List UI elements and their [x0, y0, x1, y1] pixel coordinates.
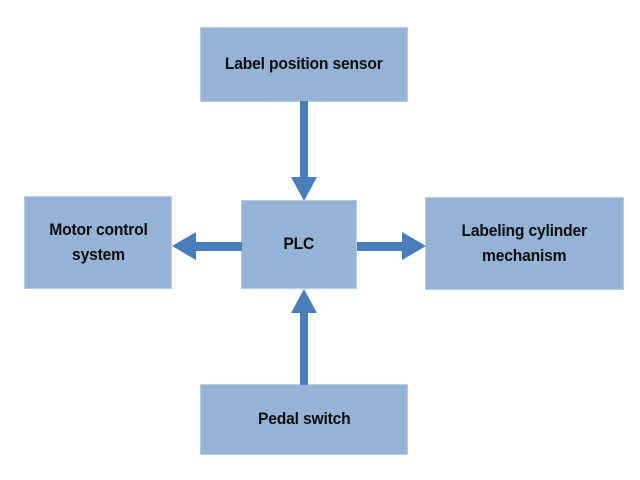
arrow-up-icon-pedal-to-plc [291, 289, 317, 385]
node-label: Label position sensor [225, 54, 383, 74]
arrow-head [402, 232, 426, 260]
arrow-shaft [300, 306, 308, 385]
arrow-down-icon-sensor-to-plc [291, 101, 317, 201]
arrow-shaft [357, 242, 405, 251]
arrow-left-icon-plc-to-motor [172, 232, 242, 260]
node-label: Motor control system [48, 219, 148, 264]
node-label: Pedal switch [257, 409, 351, 429]
node-label: Labeling cylinder mechanism [461, 220, 588, 265]
arrow-head [291, 177, 317, 201]
node-plc[interactable]: PLC [241, 200, 357, 289]
arrow-head [291, 289, 317, 313]
arrow-head [172, 232, 196, 260]
node-motor-control-system[interactable]: Motor control system [24, 196, 172, 289]
node-label-position-sensor[interactable]: Label position sensor [200, 27, 408, 102]
node-label: PLC [283, 234, 315, 254]
node-labeling-cylinder-mechanism[interactable]: Labeling cylinder mechanism [425, 197, 624, 290]
arrow-shaft [300, 101, 308, 181]
node-pedal-switch[interactable]: Pedal switch [200, 384, 408, 455]
arrow-right-icon-plc-to-cylinder [357, 232, 426, 260]
arrow-shaft [194, 242, 242, 251]
